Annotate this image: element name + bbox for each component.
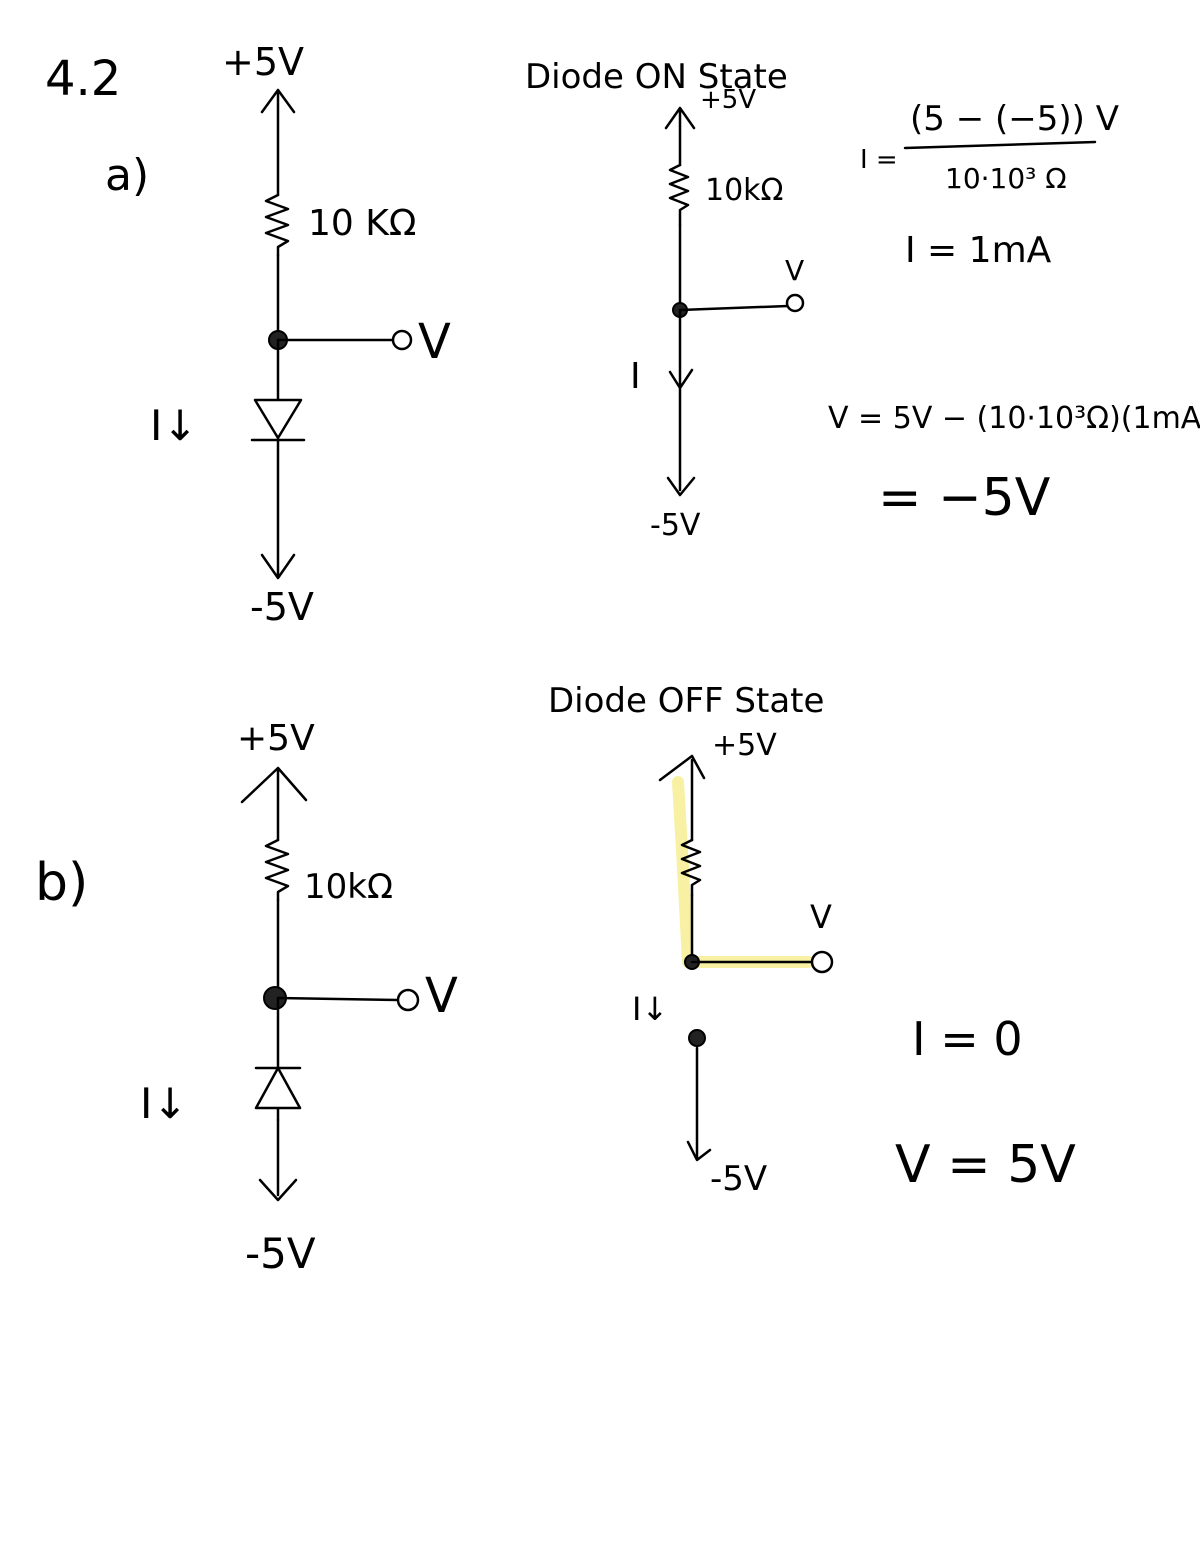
off-supply-bottom-label: -5V — [710, 1159, 767, 1199]
on-eq-fraction-bar — [903, 140, 1097, 150]
b-supply-bottom-label: -5V — [245, 1229, 316, 1278]
b-diode-reversed — [254, 996, 302, 1122]
on-current-label: I — [630, 356, 641, 397]
b-current-label: I↓ — [140, 1079, 188, 1128]
on-eq-current-result: I = 1mA — [905, 230, 1052, 271]
on-current-arrow — [666, 308, 696, 497]
on-eq-voltage-result: = −5V — [878, 468, 1051, 528]
on-output-terminal — [785, 293, 805, 313]
off-output-terminal — [810, 950, 834, 974]
on-supply-top-arrow — [664, 106, 696, 167]
on-eq-current-denominator: 10·10³ Ω — [945, 162, 1067, 195]
problem-number: 4.2 — [45, 51, 121, 107]
b-output-label: V — [425, 968, 458, 1024]
off-output-label: V — [810, 898, 832, 936]
off-supply-top-label: +5V — [712, 728, 777, 763]
off-state-title: Diode OFF State — [548, 681, 824, 721]
b-supply-bottom-arrow — [258, 1118, 298, 1202]
a-supply-bottom-label: -5V — [250, 585, 314, 629]
a-supply-bottom-arrow — [260, 438, 296, 580]
off-supply-top-arrow — [658, 754, 706, 842]
a-output-terminal — [391, 329, 413, 351]
a-supply-top-label: +5V — [222, 40, 304, 84]
on-supply-bottom-label: -5V — [650, 508, 701, 543]
part-a-label: a) — [105, 150, 149, 201]
b-resistor — [264, 838, 290, 902]
off-eq-current: I = 0 — [912, 1012, 1023, 1066]
on-resistor — [668, 163, 690, 227]
a-resistor-label: 10 KΩ — [308, 203, 416, 244]
a-output-label: V — [418, 314, 451, 370]
b-supply-top-label: +5V — [237, 718, 315, 759]
on-resistor-label: 10kΩ — [705, 173, 783, 208]
off-supply-bottom-arrow — [686, 1046, 712, 1162]
a-supply-top-arrow — [260, 88, 296, 197]
a-resistor — [264, 193, 290, 257]
off-open-node — [688, 1029, 706, 1047]
b-output-terminal — [396, 988, 420, 1012]
off-eq-voltage: V = 5V — [895, 1135, 1076, 1195]
on-supply-top-label: +5V — [700, 85, 756, 115]
on-eq-current-lhs: I = — [860, 145, 898, 175]
b-output-wire — [276, 996, 400, 1002]
a-diode — [250, 338, 306, 442]
b-resistor-label: 10kΩ — [304, 867, 393, 907]
off-resistor — [680, 838, 702, 897]
on-eq-current-numerator: (5 − (−5)) V — [910, 99, 1119, 139]
off-current-path-highlight — [672, 776, 814, 968]
a-current-label: I↓ — [150, 401, 198, 450]
on-eq-voltage: V = 5V − (10·10³Ω)(1mA) — [828, 401, 1200, 436]
on-state-title: Diode ON State — [525, 57, 788, 97]
b-supply-top-arrow — [240, 766, 308, 842]
off-current-label: I↓ — [632, 990, 668, 1028]
on-output-label: V — [785, 254, 804, 287]
part-b-label: b) — [35, 853, 88, 913]
on-output-wire — [678, 304, 790, 312]
